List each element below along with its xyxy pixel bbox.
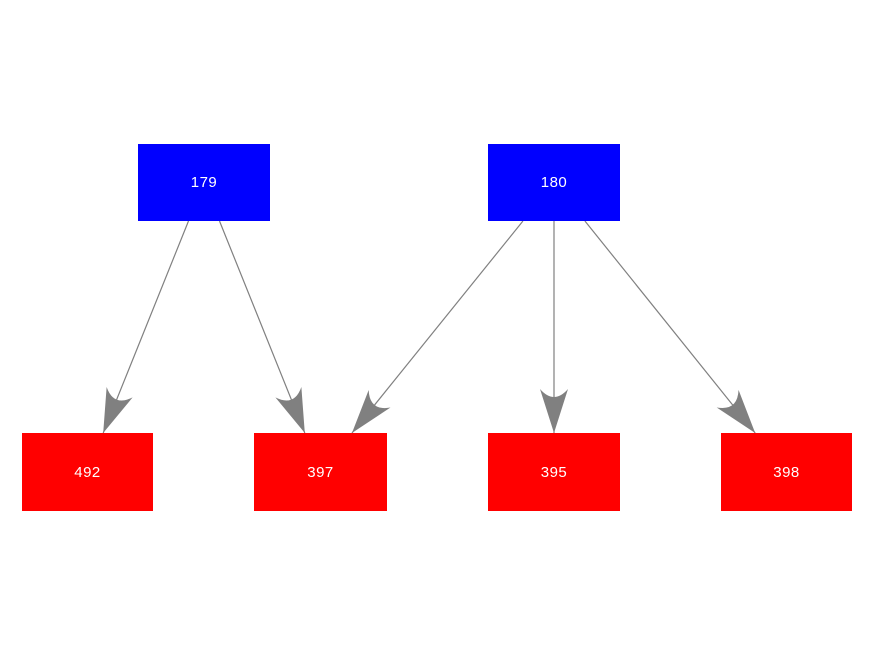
edge-arrow-179-492 [102, 220, 190, 434]
graph-node-179: 179 [138, 144, 270, 221]
node-label: 395 [540, 463, 568, 481]
edge-arrow-179-397 [218, 220, 306, 434]
node-label: 179 [190, 174, 218, 191]
graph-node-492: 492 [22, 433, 153, 511]
graph-node-395: 395 [488, 433, 620, 511]
graph-node-398: 398 [721, 433, 852, 511]
graph-node-397: 397 [254, 433, 387, 511]
node-label: 180 [540, 174, 568, 191]
node-label: 492 [74, 463, 101, 481]
edge-arrow-180-397 [351, 220, 524, 434]
node-label: 398 [773, 463, 800, 481]
edge-arrow-180-398 [584, 220, 756, 434]
graph-node-180: 180 [488, 144, 620, 221]
node-label: 397 [307, 463, 334, 481]
